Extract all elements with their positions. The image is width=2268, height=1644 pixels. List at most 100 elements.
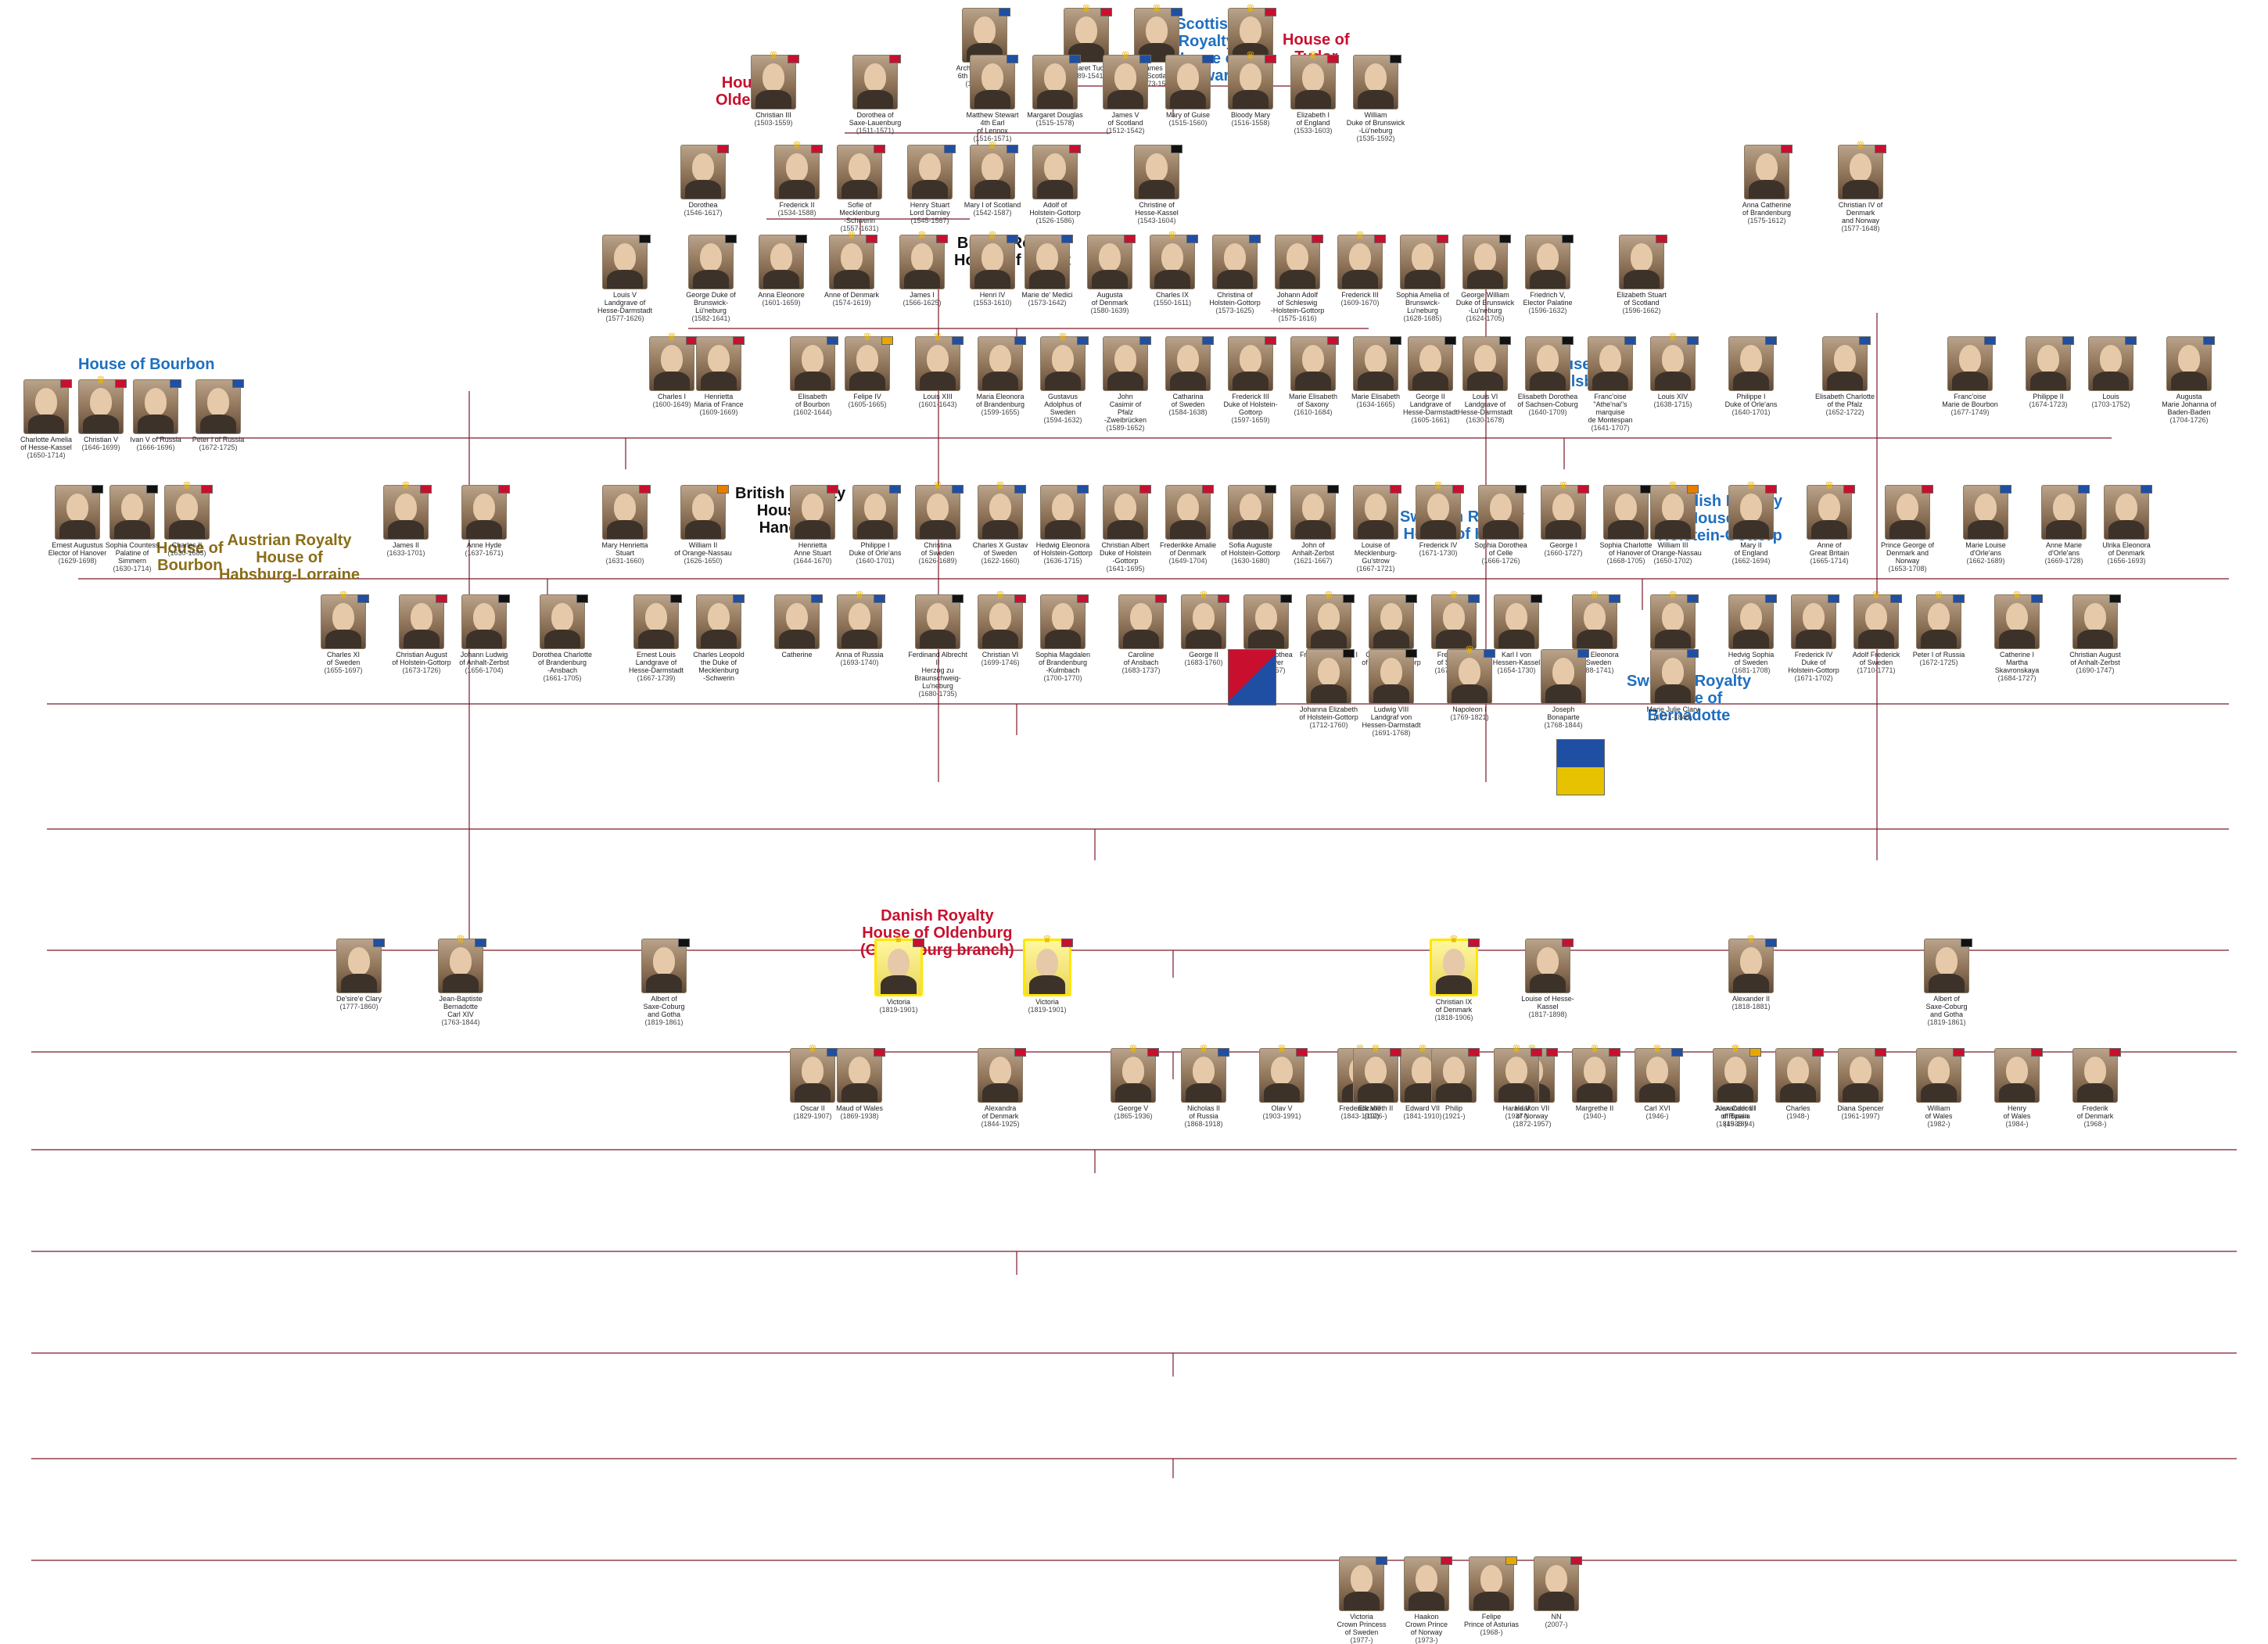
portrait-image xyxy=(649,336,694,391)
person-dates: (1819-1901) xyxy=(879,1006,918,1014)
flag-icon xyxy=(2141,485,2152,494)
flag-icon xyxy=(1953,594,1965,603)
portrait-image xyxy=(1243,594,1289,649)
person-name: Marie Elisabeth of Saxony xyxy=(1288,393,1338,408)
person-name: Anne Hyde xyxy=(466,541,502,549)
person-dates: (1712-1760) xyxy=(1309,721,1348,729)
person-name: Frederik of Denmark xyxy=(2076,1104,2114,1120)
flag-icon xyxy=(170,379,181,388)
person-name: Karl I von Hessen-Kassel xyxy=(1492,651,1541,666)
portrait-image xyxy=(1111,1048,1156,1103)
portrait-image xyxy=(2072,594,2118,649)
person-dates: (1535-1592) xyxy=(1356,135,1395,142)
person-henrietta-stuart: Henrietta Anne Stuart(1644-1670) xyxy=(782,485,843,565)
person-name: Ludwig VIII Landgraf von Hessen-Darmstad… xyxy=(1362,705,1421,729)
person-dates: (1609-1669) xyxy=(699,408,738,416)
person-dates: (1633-1701) xyxy=(386,549,425,557)
crown-icon: ♛ xyxy=(1418,1043,1427,1054)
portrait-image xyxy=(1416,485,1461,540)
flag-icon xyxy=(936,235,948,243)
person-name: William Duke of Brunswick -Lü'neburg xyxy=(1346,111,1405,135)
flag-icon xyxy=(1077,336,1089,345)
person-dates: (1650-1702) xyxy=(1653,557,1692,565)
portrait-image xyxy=(1369,649,1414,704)
person-dates: (1630-1685) xyxy=(167,549,206,557)
person-louis-xiv: ♛Louis XIV(1638-1715) xyxy=(1642,332,1703,408)
person-james-ii: ♛James II(1633-1701) xyxy=(375,480,436,557)
portrait-image xyxy=(845,336,890,391)
portrait-image xyxy=(1150,235,1195,289)
portrait-image xyxy=(1339,1556,1384,1611)
flag-icon xyxy=(2203,336,2215,345)
house-label-habsburg: Austrian Royalty House of Habsburg-Lorra… xyxy=(219,532,361,583)
person-henrietta-maria: Henrietta Maria of France(1609-1669) xyxy=(688,336,749,416)
portrait-image xyxy=(1541,649,1586,704)
portrait-image xyxy=(1994,594,2040,649)
person-frederik: Frederik of Denmark(1968-) xyxy=(2065,1048,2126,1128)
person-dates: (1624-1705) xyxy=(1466,314,1505,322)
person-dates: (1636-1715) xyxy=(1043,557,1082,565)
crown-icon: ♛ xyxy=(96,374,106,386)
crown-icon: ♛ xyxy=(1168,229,1177,241)
portrait-image xyxy=(1306,649,1351,704)
portrait-image xyxy=(1572,1048,1617,1103)
portrait-image xyxy=(633,594,679,649)
portrait-image xyxy=(1916,594,1961,649)
flag-icon xyxy=(811,145,823,153)
flag-icon xyxy=(1202,55,1214,63)
person-name: George II Landgrave of Hesse-Darmstadt xyxy=(1402,393,1459,416)
portrait-image xyxy=(399,594,444,649)
portrait-image xyxy=(680,145,726,199)
person-name: Alexandra of Denmark xyxy=(981,1104,1019,1120)
flag-icon xyxy=(788,55,799,63)
portrait-image xyxy=(164,485,210,540)
flag-icon xyxy=(1218,594,1229,603)
portrait-image xyxy=(680,485,726,540)
person-name: William II of Orange-Nassau xyxy=(674,541,732,557)
person-charles-leopold: Charles Leopold the Duke of Mecklenburg … xyxy=(688,594,749,682)
person-dates: (1667-1721) xyxy=(1356,565,1395,573)
person-name: Sophia Amelia of Brunswick-Lu'neburg xyxy=(1396,291,1449,314)
person-oscar-ii: ♛Oscar II(1829-1907) xyxy=(782,1043,843,1120)
portrait-image xyxy=(438,939,483,993)
person-francoise-montespan: Franc'oise "Athe'nai"s marquise de Monte… xyxy=(1580,336,1641,432)
person-name: Frederikke Amalie of Denmark xyxy=(1159,541,1217,557)
person-name: Christina of Holstein-Gottorp xyxy=(1209,291,1261,307)
person-dates: (1673-1726) xyxy=(402,666,441,674)
person-dates: (1977-) xyxy=(1350,1636,1373,1644)
person-name: Nicholas II of Russia xyxy=(1186,1104,1221,1120)
person-dates: (1984-) xyxy=(2005,1120,2029,1128)
person-dates: (1609-1670) xyxy=(1340,299,1380,307)
person-margaret-tudor: ♛Margaret Tudor(1489-1541) xyxy=(1056,3,1117,80)
flag-icon xyxy=(1624,336,1636,345)
person-dates: (1669-1728) xyxy=(2044,557,2083,565)
portrait-image xyxy=(1534,1556,1579,1611)
person-margrethe-ii: ♛Margrethe II(1940-) xyxy=(1564,1043,1625,1120)
portrait-image xyxy=(790,336,835,391)
portrait-image xyxy=(1431,594,1477,649)
portrait-image xyxy=(1728,336,1774,391)
portrait-image xyxy=(1728,485,1774,540)
person-dates: (1829-1907) xyxy=(793,1112,832,1120)
person-augusta-denmark: Augusta of Denmark(1580-1639) xyxy=(1079,235,1140,314)
person-louis-xiii: ♛Louis XIII(1601-1643) xyxy=(907,332,968,408)
person-dates: (1629-1698) xyxy=(58,557,97,565)
person-alexander-ii: ♛Alexander II(1818-1881) xyxy=(1721,934,1782,1010)
person-name: Louis V Landgrave of Hesse-Darmstadt xyxy=(597,291,653,314)
flag-icon xyxy=(1570,1556,1582,1565)
portrait-image xyxy=(1228,55,1273,109)
person-dates: (1872-1957) xyxy=(1513,1120,1552,1128)
person-name: Ernest Augustus Elector of Hanover xyxy=(48,541,107,557)
flag-icon xyxy=(1656,235,1667,243)
crown-icon: ♛ xyxy=(894,933,903,945)
person-dates: (1640-1709) xyxy=(1528,408,1567,416)
flag-icon xyxy=(1499,235,1511,243)
person-name: Joseph Bonaparte xyxy=(1547,705,1580,721)
person-name: Frederick III Duke of Holstein-Gottorp xyxy=(1223,393,1278,416)
person-dates: (1515-1578) xyxy=(1035,119,1075,127)
person-dates: (1605-1665) xyxy=(848,400,887,408)
person-dates: (1622-1660) xyxy=(981,557,1020,565)
portrait-image xyxy=(1040,594,1086,649)
portrait-image xyxy=(1650,336,1696,391)
person-hedvig-sophia: Hedvig Sophia of Sweden(1681-1708) xyxy=(1721,594,1782,674)
